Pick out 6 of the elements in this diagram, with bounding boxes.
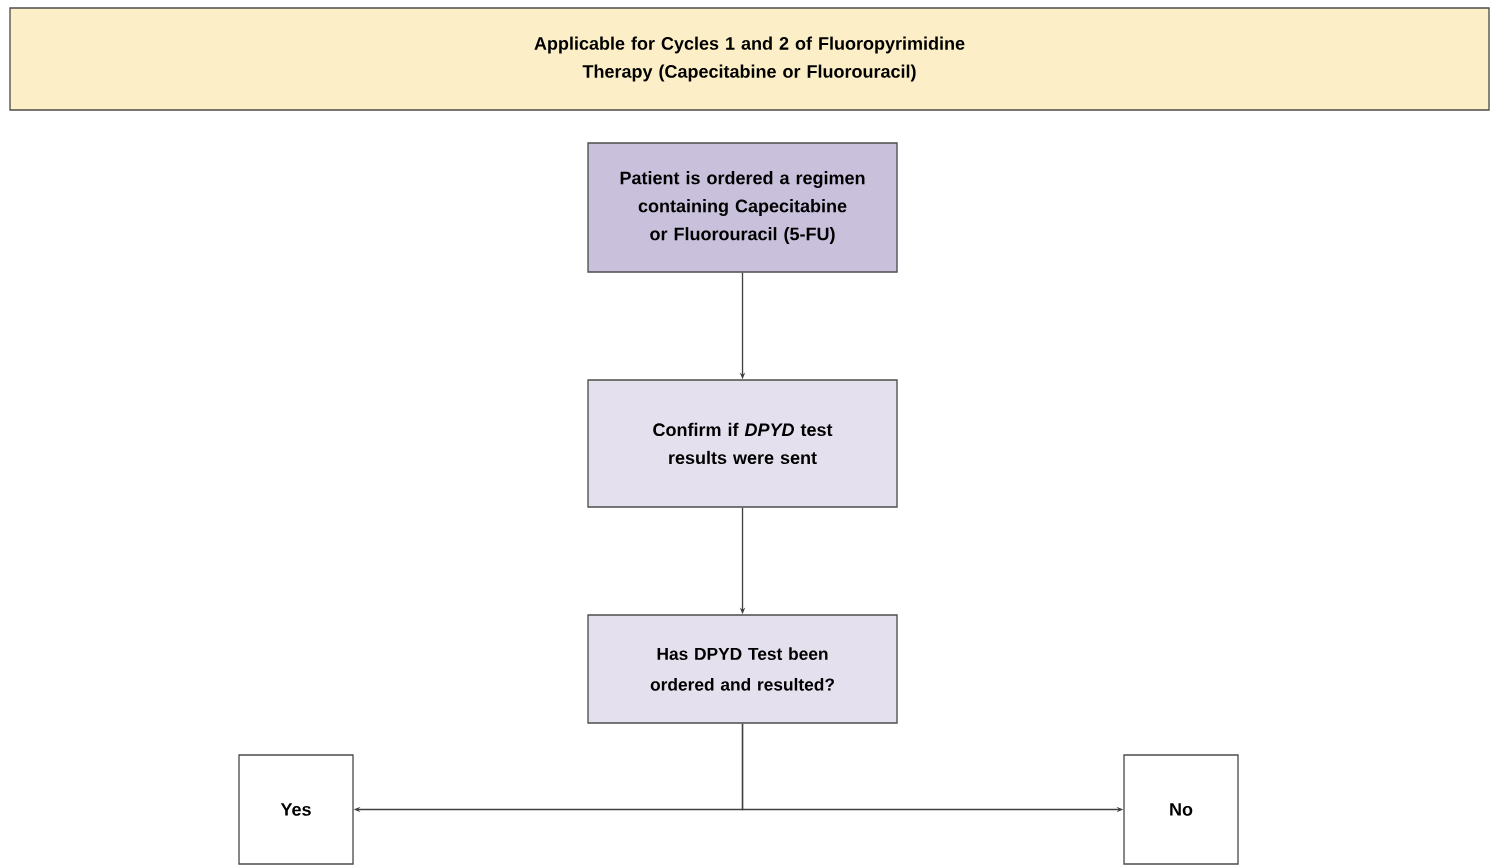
banner-box: Applicable for Cycles 1 and 2 of Fluoropyrimidine Therapy (Capecitabine or Fluorouracil) <box>9 7 1490 111</box>
outcome-box: No <box>1123 754 1239 865</box>
process-box: Patient is ordered a regimen containing Capecitabine or Fluorouracil (5-FU) <box>587 142 898 273</box>
decision-box: Has DPYD Test been ordered and resulted? <box>587 614 898 724</box>
outcome-box: Yes <box>238 754 354 865</box>
process-box: Confirm if DPYD test results were sent <box>587 379 898 508</box>
